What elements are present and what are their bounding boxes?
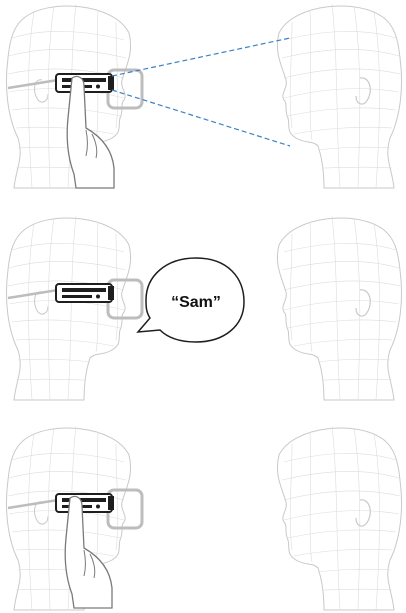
subject-head <box>277 4 401 188</box>
user-head <box>6 216 130 400</box>
subject-head <box>277 216 401 400</box>
speech-bubble: “Sam” <box>138 258 244 342</box>
camera-scan-beam <box>112 38 290 146</box>
step-2-panel: “Sam” <box>6 216 401 400</box>
step-1-panel <box>6 4 401 188</box>
step-3-panel <box>6 426 401 610</box>
speech-text: “Sam” <box>171 294 221 311</box>
subject-head <box>277 426 401 610</box>
